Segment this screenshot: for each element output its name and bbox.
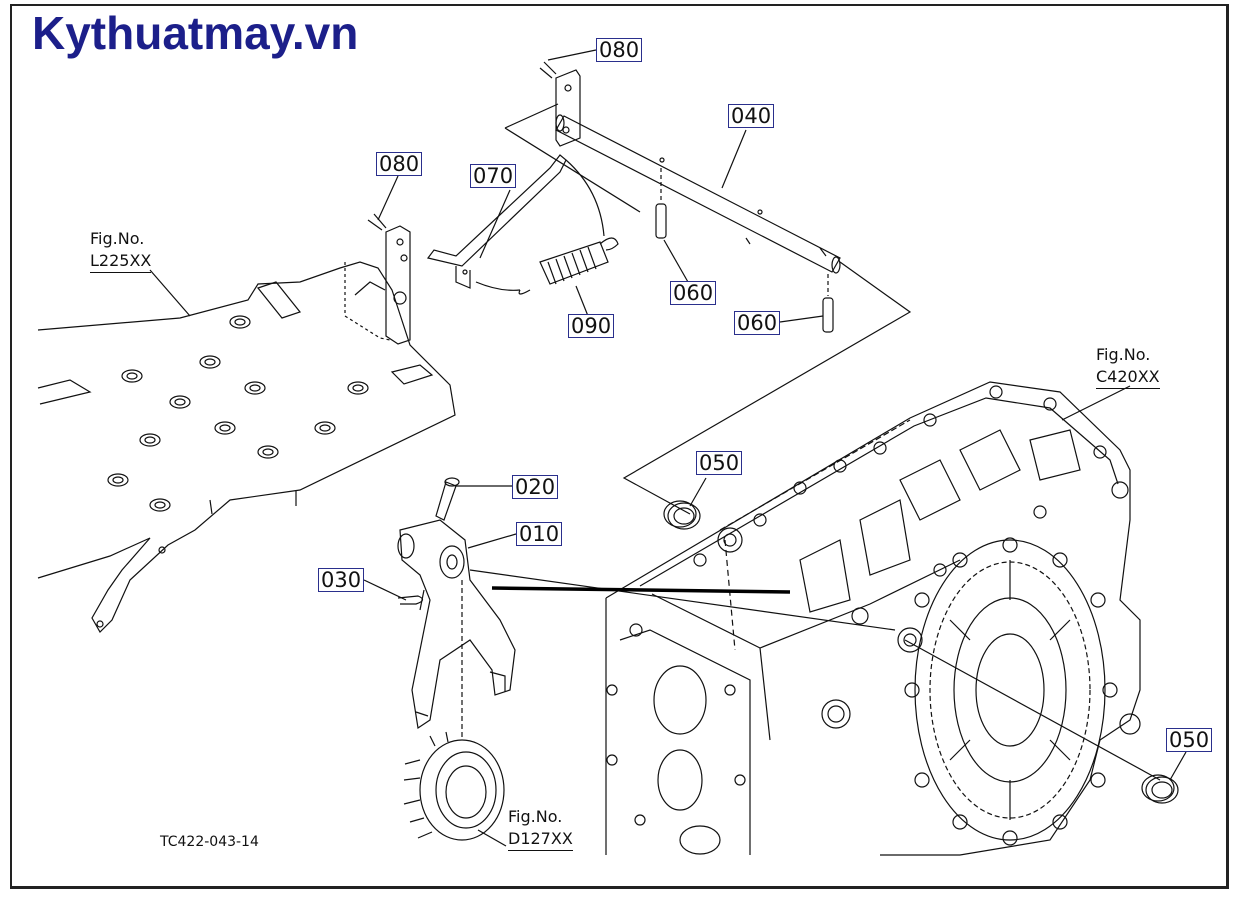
callout-020: 020	[512, 475, 559, 499]
fig-ref-label: Fig.No.	[90, 229, 145, 248]
fig-ref-c420: Fig.No. C420XX	[1096, 344, 1160, 389]
pin-020	[435, 477, 460, 521]
shaft-040	[555, 114, 841, 274]
seal-050-a	[663, 500, 701, 530]
fig-ref-number: L225XX	[90, 250, 152, 273]
release-bearing	[403, 731, 505, 841]
clutch-housing-plate	[37, 261, 456, 633]
drawing-code: TC422-043-14	[160, 834, 259, 850]
top-bracket	[539, 61, 581, 147]
plate-bolt-holes	[107, 315, 369, 512]
callout-010: 010	[516, 522, 563, 546]
callout-060-b: 060	[734, 311, 781, 335]
fig-ref-l225: Fig.No. L225XX	[90, 228, 152, 273]
callout-060-a: 060	[670, 281, 717, 305]
callout-030: 030	[318, 568, 365, 592]
left-bracket	[354, 213, 411, 345]
fig-ref-d127: Fig.No. D127XX	[508, 806, 573, 851]
fig-ref-number: D127XX	[508, 828, 573, 851]
callout-050-a: 050	[696, 451, 743, 475]
thrust-line	[491, 586, 791, 594]
lever-070	[426, 154, 567, 289]
release-fork-010	[397, 519, 516, 730]
callout-080-top: 080	[596, 38, 643, 62]
callout-070: 070	[470, 164, 517, 188]
callout-040: 040	[728, 104, 775, 128]
pin-060-b	[822, 274, 834, 333]
fig-ref-label: Fig.No.	[1096, 345, 1151, 364]
site-logo: Kythuatmay.vn	[32, 7, 359, 59]
fig-ref-label: Fig.No.	[508, 807, 563, 826]
transmission-case	[605, 381, 1141, 856]
seal-050-b	[1141, 774, 1179, 804]
callout-050-b: 050	[1166, 728, 1213, 752]
drawing-frame	[10, 4, 1229, 889]
callout-080-left: 080	[376, 152, 423, 176]
callout-090: 090	[568, 314, 615, 338]
spring-090	[475, 159, 619, 295]
pin-060-a	[655, 168, 667, 239]
fig-ref-number: C420XX	[1096, 366, 1160, 389]
spring-pin-030	[397, 589, 425, 611]
